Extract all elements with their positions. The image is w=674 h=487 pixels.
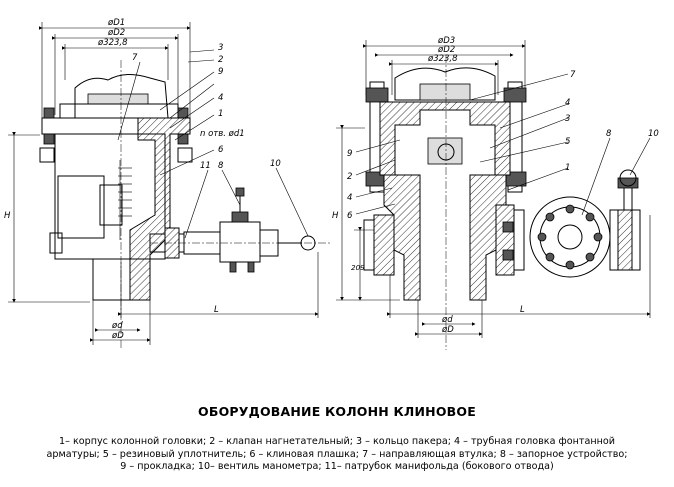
- right-callout-10: 10: [648, 129, 659, 139]
- right-dim-D3: øD3: [437, 36, 455, 46]
- right-callout-5: 5: [565, 137, 570, 147]
- left-dim-D: øD: [111, 331, 124, 341]
- legend-line: 1– корпус колонной головки; 2 – клапан н…: [59, 436, 615, 447]
- right-callout-4: 4: [565, 98, 570, 108]
- left-callout-11: 11: [200, 161, 211, 171]
- left-callout-1: 1: [218, 109, 223, 119]
- left-head-cap: [74, 74, 169, 119]
- left-view: øD1 øD2 ø323,8 H L ød øD n отв. ød1: [4, 18, 330, 350]
- right-body-left: [383, 174, 421, 301]
- right-callout-9: 9: [347, 149, 352, 159]
- left-section-hatch: [129, 117, 191, 301]
- legend-line: арматуры; 5 – резиновый уплотнитель; 6 –…: [46, 448, 628, 460]
- left-dim-323: ø323,8: [97, 38, 128, 48]
- drawing-title: ОБОРУДОВАНИЕ КОЛОНН КЛИНОВОЕ: [198, 404, 476, 419]
- right-callout-4b: 4: [347, 193, 352, 203]
- left-lower-pipe: [92, 259, 151, 301]
- left-callout-10: 10: [270, 159, 281, 169]
- left-dim-notv: n отв. ød1: [200, 129, 245, 139]
- left-thread: [118, 167, 132, 217]
- right-callout-7: 7: [570, 70, 576, 80]
- left-callout-9: 9: [218, 67, 223, 77]
- legend-line: 9 – прокладка; 10– вентиль манометра; 11…: [120, 461, 554, 472]
- left-dim-D2: øD2: [107, 28, 125, 38]
- right-dim-d: ød: [441, 315, 453, 325]
- left-callout-4: 4: [218, 93, 223, 103]
- right-callout-1: 1: [565, 163, 570, 173]
- left-callout-3: 3: [218, 43, 223, 53]
- left-body: [54, 133, 166, 260]
- right-dim-209: 209: [351, 263, 365, 272]
- right-callout-3: 3: [565, 114, 570, 124]
- left-callout-2: 2: [218, 55, 223, 65]
- right-dim-L: L: [520, 305, 525, 315]
- right-callouts: 7 4 3 5 1 9 2 4 6 8 10: [347, 70, 659, 221]
- left-dim-D1: øD1: [107, 18, 125, 28]
- valve-body: [219, 221, 261, 263]
- left-callout-7: 7: [132, 53, 138, 63]
- gauge-handwheel: [619, 169, 637, 187]
- right-callout-6: 6: [347, 211, 353, 221]
- left-dim-L: L: [214, 305, 219, 315]
- left-dim-H: H: [4, 211, 11, 221]
- right-view: øD3 øD2 ø323,8 H 209 L ød øD: [332, 36, 659, 350]
- right-callout-8: 8: [606, 129, 612, 139]
- left-callout-6: 6: [218, 145, 224, 155]
- right-top-cap: [394, 67, 496, 101]
- right-dim-D2: øD2: [437, 45, 455, 55]
- parts-legend: 1– корпус колонной головки; 2 – клапан н…: [20, 436, 654, 474]
- right-dim-H: H: [332, 211, 339, 221]
- left-cap-ring: [87, 93, 149, 105]
- left-callouts: 3 2 9 4 1 6 7 11 8 10: [117, 43, 309, 239]
- valve-bolts: [537, 204, 603, 270]
- right-dim-323: ø323,8: [427, 54, 458, 64]
- technical-drawing: øD1 øD2 ø323,8 H L ød øD n отв. ød1: [4, 18, 659, 350]
- left-dim-d: ød: [111, 321, 123, 331]
- right-callout-2: 2: [347, 172, 352, 182]
- right-dim-D: øD: [441, 325, 454, 335]
- left-callout-8: 8: [218, 161, 224, 171]
